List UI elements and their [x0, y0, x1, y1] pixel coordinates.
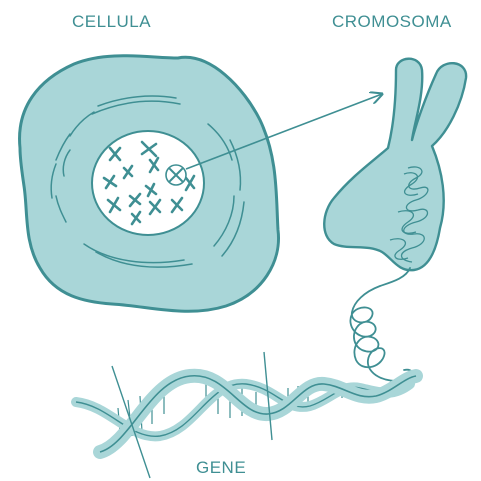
highlighted-chromosome: [166, 165, 186, 185]
chromosome: [324, 59, 466, 270]
dna-coil: [350, 268, 412, 381]
cell-label: CELLULA: [72, 12, 151, 32]
chromosome-label: CROMOSOMA: [332, 12, 452, 32]
gene-label: GENE: [196, 458, 246, 478]
cell: [20, 56, 279, 312]
